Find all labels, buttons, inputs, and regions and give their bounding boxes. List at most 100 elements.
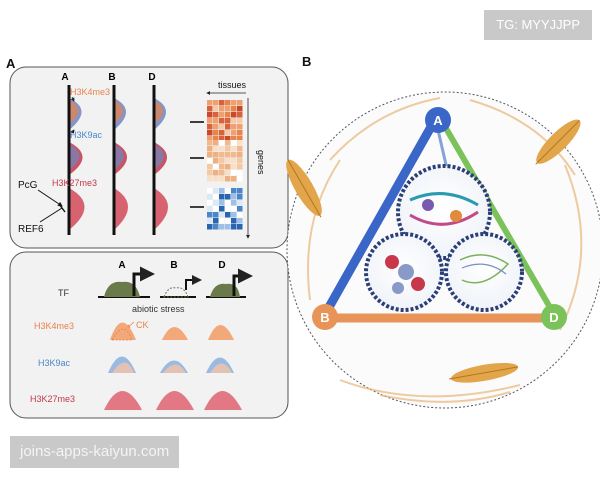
- heatmap-cell: [237, 124, 243, 130]
- heatmap-cell: [219, 218, 225, 224]
- panel-a-letter: A: [6, 56, 16, 71]
- bottom-col-d: D: [218, 260, 225, 271]
- heatmap-cell: [213, 206, 219, 212]
- heatmap-cell: [219, 224, 225, 230]
- heatmap-cell: [213, 188, 219, 194]
- panel-a-top-box: [9, 66, 289, 249]
- heatmap-cell: [225, 206, 231, 212]
- h3k4me3-row: [110, 322, 234, 341]
- heatmap-cell: [225, 100, 231, 106]
- heatmap-cell: [225, 152, 231, 158]
- watermark-bottom-left: joins-apps-kaiyun.com: [10, 436, 180, 468]
- heatmap-cell: [213, 130, 219, 136]
- heatmap-cell: [225, 158, 231, 164]
- heatmap-cell: [225, 106, 231, 112]
- heatmap-cell: [207, 130, 213, 136]
- heatmap-cell: [231, 146, 237, 152]
- heatmap-cell: [237, 176, 243, 182]
- top-col-a: A: [61, 72, 68, 83]
- heatmap-cell: [207, 188, 213, 194]
- edge-a-d: [437, 115, 558, 319]
- heatmap-cell: [231, 194, 237, 200]
- heatmap-cell: [207, 100, 213, 106]
- label-genes: genes: [256, 150, 266, 175]
- row-label-h3k4me3: H3K4me3: [34, 321, 74, 331]
- heatmap-cell: [225, 140, 231, 146]
- h3k9ac-row: [108, 356, 234, 373]
- heatmap-cell: [219, 106, 225, 112]
- heatmap-cell: [219, 140, 225, 146]
- heatmap-cell: [219, 130, 225, 136]
- heatmap-cell: [219, 112, 225, 118]
- heatmap-cell: [207, 106, 213, 112]
- heatmap-cell: [207, 206, 213, 212]
- heatmap-cell: [219, 118, 225, 124]
- heatmap-cell: [207, 194, 213, 200]
- heatmap-cell: [207, 170, 213, 176]
- heatmap-cell: [237, 212, 243, 218]
- heatmap-cell: [225, 164, 231, 170]
- heatmap-cell: [207, 124, 213, 130]
- heatmap-cell: [207, 200, 213, 206]
- heatmap-h3k4me3: [207, 100, 243, 142]
- wheat-ear-left: [286, 159, 322, 218]
- heatmap-cell: [225, 118, 231, 124]
- heatmap-cell: [231, 188, 237, 194]
- heatmap-cell: [219, 200, 225, 206]
- heatmap-cell: [213, 152, 219, 158]
- vertex-d-label: D: [549, 310, 558, 325]
- heatmap-cell: [207, 164, 213, 170]
- label-abiotic-stress: abiotic stress: [132, 304, 185, 314]
- label-h3k27me3-top: H3K27me3: [52, 178, 97, 188]
- heatmap-cell: [225, 188, 231, 194]
- heatmap-cell: [231, 170, 237, 176]
- heatmap-h3k27me3: [207, 188, 243, 230]
- heatmap-cell: [225, 124, 231, 130]
- heatmap-cell: [207, 176, 213, 182]
- heatmap-cell: [213, 224, 219, 230]
- heatmap-cell: [213, 100, 219, 106]
- heatmap-cell: [219, 206, 225, 212]
- heatmap-cell: [213, 218, 219, 224]
- heatmap-cell: [237, 188, 243, 194]
- profiles-col-d: [154, 98, 168, 230]
- heatmap-cell: [231, 218, 237, 224]
- heatmap-cell: [231, 224, 237, 230]
- heatmap-cell: [231, 164, 237, 170]
- heatmap-cell: [219, 158, 225, 164]
- gear-left: [364, 232, 444, 312]
- edge-a-b: [319, 113, 441, 321]
- vertex-b: [312, 304, 338, 330]
- ref6-inhibit-line: [39, 207, 63, 223]
- heatmap-cell: [213, 194, 219, 200]
- heatmap-cell: [231, 176, 237, 182]
- bottom-col-a: A: [118, 260, 125, 271]
- heatmap-cell: [237, 118, 243, 124]
- heatmap-cell: [225, 194, 231, 200]
- heatmap-cell: [231, 118, 237, 124]
- heatmap-cell: [237, 224, 243, 230]
- top-col-d: D: [148, 72, 155, 83]
- heatmap-cell: [213, 200, 219, 206]
- heatmap-cell: [207, 136, 213, 142]
- vertex-b-label: B: [320, 310, 329, 325]
- heatmap-cell: [225, 224, 231, 230]
- heatmap-cell: [213, 212, 219, 218]
- row-label-h3k9ac: H3K9ac: [38, 358, 71, 368]
- heatmap-cell: [207, 212, 213, 218]
- heatmap-cell: [213, 124, 219, 130]
- heatmap-h3k9ac: [207, 140, 243, 182]
- heatmap-cell: [213, 164, 219, 170]
- label-ck: CK: [136, 320, 149, 330]
- heatmap-cell: [237, 164, 243, 170]
- heatmap-cell: [207, 224, 213, 230]
- heatmap-cell: [219, 136, 225, 142]
- heatmap-cell: [225, 170, 231, 176]
- heatmap-cell: [219, 152, 225, 158]
- heatmap-cell: [213, 106, 219, 112]
- heatmap-cell: [213, 136, 219, 142]
- vertex-a-label: A: [433, 113, 443, 128]
- profiles-col-b: [114, 98, 128, 230]
- heatmap-cell: [237, 158, 243, 164]
